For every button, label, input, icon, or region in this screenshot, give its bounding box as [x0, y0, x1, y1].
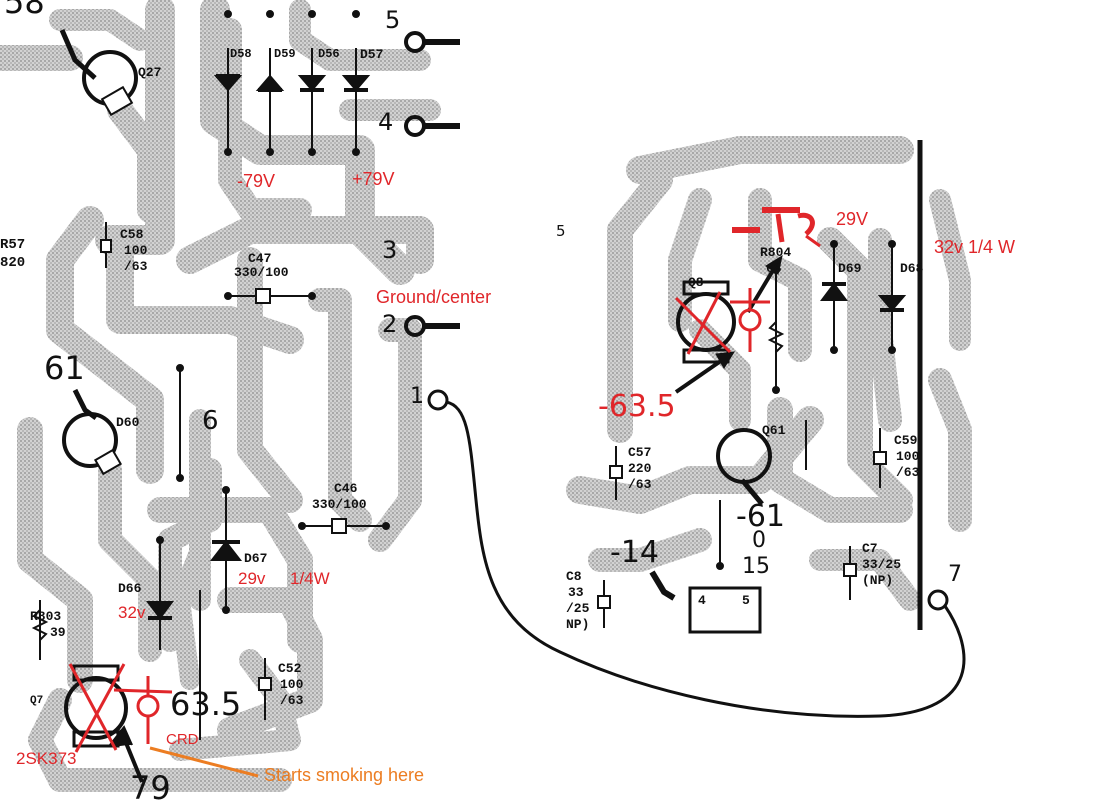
edge-5-label: 5: [556, 222, 566, 240]
annotation-29v-right: 29V: [836, 209, 869, 229]
pin-7-label: 7: [948, 562, 962, 587]
node-79-label: 79: [130, 769, 171, 807]
annotation-29v-left: 29v: [238, 569, 266, 588]
c57-value-2: /63: [628, 477, 652, 492]
c8-label: C8: [566, 569, 582, 584]
q8-label: Q8: [688, 275, 704, 290]
c47-label: C47: [248, 251, 272, 266]
r57-label: R57: [0, 237, 26, 253]
r804-value: 68: [766, 261, 782, 276]
r803-label: R803: [30, 609, 62, 624]
d57-label: D57: [360, 47, 384, 62]
connector-pad-4: 4: [698, 593, 706, 608]
annotation-crd: CRD: [166, 731, 199, 748]
d67-label: D67: [244, 551, 268, 566]
right-board-traces: [566, 136, 972, 611]
d60-label: D60: [116, 415, 140, 430]
c59-label: C59: [894, 433, 918, 448]
c57-value-1: 220: [628, 461, 652, 476]
q27-label: Q27: [138, 65, 162, 80]
c7-value: 33/25: [862, 557, 902, 572]
c8-np-label: NP): [566, 617, 590, 632]
r804-label: R804: [760, 245, 792, 260]
c58-label: C58: [120, 227, 144, 242]
wire-overlay: [115, 254, 966, 783]
left-board-traces: [0, 0, 441, 792]
q61-label: Q61: [762, 423, 786, 438]
c52-value-2: /63: [280, 693, 304, 708]
node-63-5-label: 63.5: [170, 685, 242, 723]
connector-pad-5: 5: [742, 593, 750, 608]
annotation-32v-left: 32v: [118, 603, 146, 622]
annotation-2sk373: 2SK373: [16, 749, 77, 768]
c52-label: C52: [278, 661, 302, 676]
node-15-label: 15: [742, 554, 770, 579]
pin-2-label: 2: [382, 310, 398, 338]
node-61-label: 61: [44, 349, 85, 387]
d56-label: D56: [318, 47, 340, 61]
c8-value-1: 33: [568, 585, 584, 600]
d58-label: D58: [230, 47, 252, 61]
pin-4-label: 4: [378, 108, 394, 136]
node-0-mark: 0: [752, 528, 766, 553]
annotation-32v-quarter-watt: 32v 1/4 W: [934, 237, 1016, 257]
annotation-pos79v: +79V: [352, 169, 395, 189]
pin-1-label: 1: [410, 384, 424, 409]
c47-value: 330/100: [234, 265, 289, 280]
c46-label: C46: [334, 481, 358, 496]
d59-label: D59: [274, 47, 296, 61]
annotation-ground-center: Ground/center: [376, 287, 492, 307]
c58-value-2: /63: [124, 259, 148, 274]
annotation-quarter-watt: 1/4W: [290, 569, 330, 588]
c57-label: C57: [628, 445, 652, 460]
node-neg61-label: -61: [736, 499, 785, 534]
c7-label: C7: [862, 541, 878, 556]
annotation-starts-smoking: Starts smoking here: [264, 765, 425, 785]
c58-value-1: 100: [124, 243, 148, 258]
c8-value-2: /25: [566, 601, 590, 616]
c7-np-label: (NP): [862, 573, 894, 588]
red-markup: [68, 207, 821, 753]
r57-value: 820: [0, 255, 26, 271]
pin-5-label: 5: [385, 6, 401, 34]
c52-value-1: 100: [280, 677, 304, 692]
d66-label: D66: [118, 581, 142, 596]
c46-value: 330/100: [312, 497, 367, 512]
node-14-label: -14: [610, 535, 659, 570]
node-58-label: 58: [4, 0, 45, 21]
smoke-pointer-line: [149, 746, 259, 778]
d68-label: D68: [900, 261, 924, 276]
d69-label: D69: [838, 261, 862, 276]
c59-value-1: 100: [896, 449, 920, 464]
pin-3-label: 3: [382, 236, 398, 264]
annotation-neg79v: -79V: [237, 171, 276, 191]
q7-label: Q7: [30, 695, 44, 707]
r803-value: 39: [50, 625, 66, 640]
node-60-label: 6: [202, 406, 219, 436]
c59-value-2: /63: [896, 465, 920, 480]
annotation-neg63-5: -63.5: [598, 389, 676, 424]
